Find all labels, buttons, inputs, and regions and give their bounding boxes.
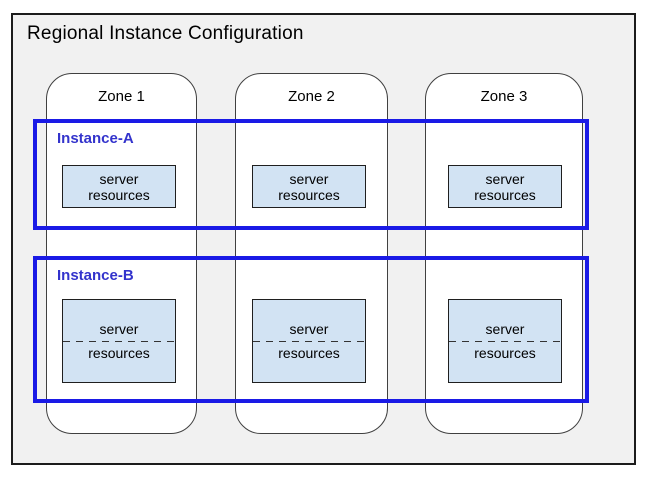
server-box-line2: resources bbox=[88, 186, 150, 203]
zone-3-label: Zone 3 bbox=[480, 88, 528, 105]
server-box-line1: server bbox=[289, 170, 329, 187]
dashed-divider bbox=[253, 340, 365, 342]
server-box-line2: resources bbox=[474, 345, 536, 361]
server-box-line1: server bbox=[289, 321, 329, 337]
server-resources-box-a-zone3: server resources bbox=[448, 165, 562, 208]
dashed-divider bbox=[449, 340, 561, 342]
server-resources-box-b-zone3: server resources bbox=[448, 299, 562, 383]
zone-1-label: Zone 1 bbox=[98, 88, 145, 105]
instance-a-label: Instance-A bbox=[57, 130, 134, 147]
server-box-line1: server bbox=[485, 170, 525, 187]
server-box-line2: resources bbox=[278, 345, 340, 361]
server-box-line1: server bbox=[99, 170, 139, 187]
server-box-line1: server bbox=[99, 321, 139, 337]
instance-b-label: Instance-B bbox=[57, 267, 134, 284]
diagram-title: Regional Instance Configuration bbox=[27, 23, 304, 44]
server-box-line2: resources bbox=[88, 345, 150, 361]
server-box-line2: resources bbox=[474, 186, 536, 203]
instance-a-boundary: Instance-A bbox=[33, 119, 589, 230]
server-resources-box-b-zone1: server resources bbox=[62, 299, 176, 383]
instance-b-boundary: Instance-B bbox=[33, 256, 589, 403]
server-box-line1: server bbox=[485, 321, 525, 337]
dashed-divider bbox=[63, 340, 175, 342]
zone-2-label: Zone 2 bbox=[288, 88, 335, 105]
server-box-line2: resources bbox=[278, 186, 340, 203]
server-resources-box-a-zone1: server resources bbox=[62, 165, 176, 208]
server-resources-box-a-zone2: server resources bbox=[252, 165, 366, 208]
server-resources-box-b-zone2: server resources bbox=[252, 299, 366, 383]
